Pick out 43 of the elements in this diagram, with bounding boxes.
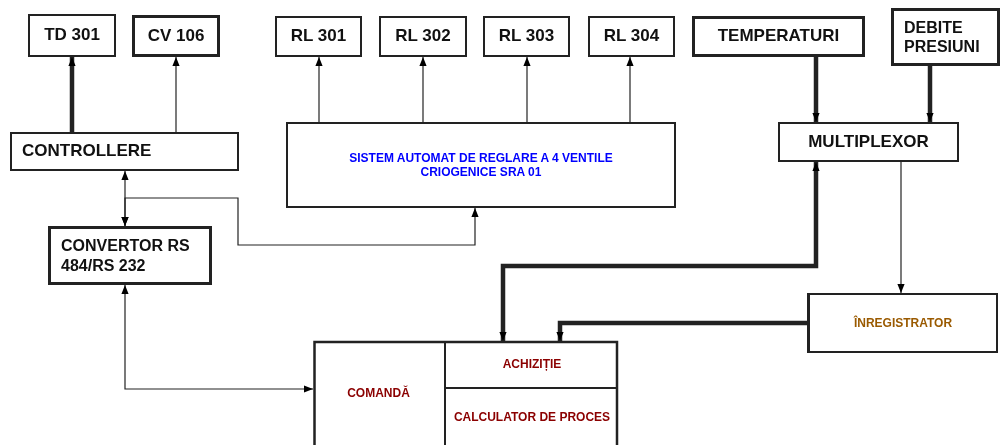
block-box — [28, 14, 116, 57]
arrow — [523, 56, 531, 123]
block-label: RL 303 — [497, 26, 556, 47]
block-box — [692, 16, 865, 57]
arrow — [68, 57, 76, 132]
block-label: SISTEM AUTOMAT DE REGLARE A 4 VENTILE CRIOGENICE SRA 01 — [348, 150, 614, 180]
arrow — [897, 161, 905, 294]
block-label: RL 301 — [289, 26, 348, 47]
block-box — [10, 132, 239, 171]
arrow — [812, 57, 820, 122]
block-label: RL 302 — [394, 26, 452, 47]
block-box — [588, 16, 675, 57]
block-label: CONVERTOR RS 484/RS 232 — [60, 236, 191, 275]
arrow — [556, 320, 807, 341]
block-box — [286, 122, 676, 208]
arrow — [499, 162, 820, 341]
block-label: CALCULATOR DE PROCES — [452, 409, 612, 425]
arrow — [315, 56, 323, 123]
arrow — [626, 56, 634, 123]
arrow — [419, 56, 427, 123]
arrow — [172, 56, 180, 133]
block-label: ACHIZIȚIE — [501, 356, 563, 372]
block-label: TD 301 — [43, 25, 101, 46]
block-box — [778, 122, 959, 162]
block-box — [483, 16, 570, 57]
block-label: DEBITE PRESIUNI — [903, 17, 981, 57]
arrow — [121, 284, 314, 393]
block-label: TEMPERATURI — [716, 26, 841, 47]
block-box — [48, 226, 212, 285]
block-box — [275, 16, 362, 57]
arrow — [121, 197, 479, 246]
block-label: RL 304 — [602, 26, 661, 47]
block-label: ÎNREGISTRATOR — [852, 315, 954, 331]
enclosure-box — [313, 341, 618, 445]
arrow — [926, 66, 934, 122]
block-box — [891, 8, 1000, 66]
block-label: CV 106 — [146, 25, 206, 47]
block-box — [379, 16, 467, 57]
block-box — [807, 293, 998, 353]
block-label: CONTROLLERE — [21, 141, 153, 162]
block-label: MULTIPLEXOR — [807, 131, 930, 153]
block-box — [132, 15, 220, 57]
block-label: COMANDĂ — [346, 385, 411, 401]
